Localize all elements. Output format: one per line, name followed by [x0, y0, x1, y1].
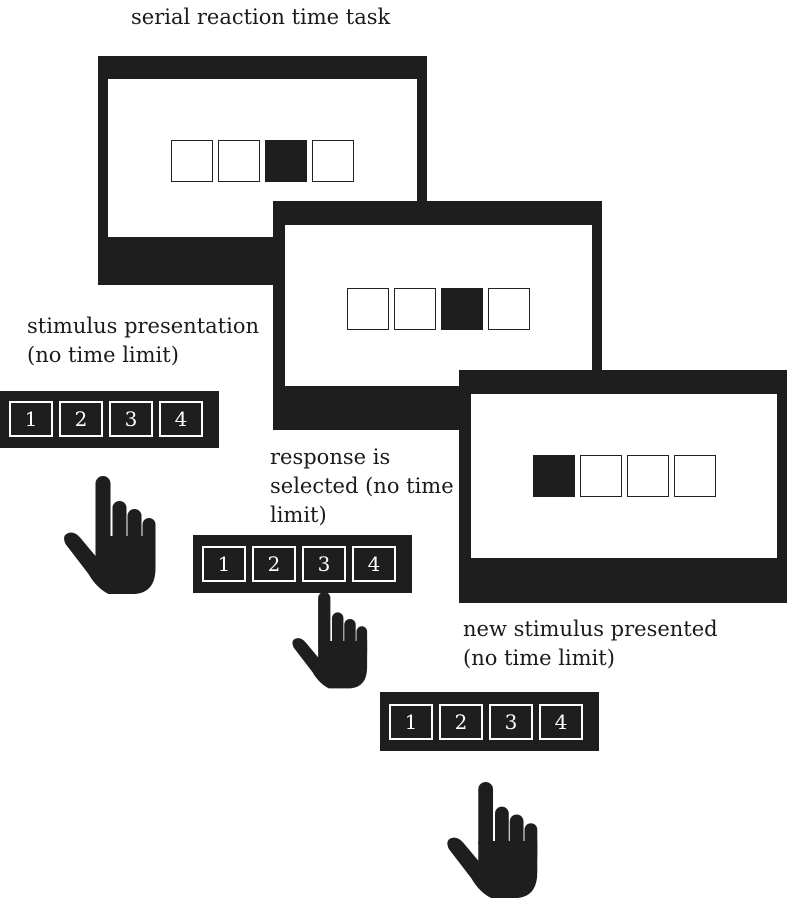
- stimulus-square-1-3: [265, 140, 307, 182]
- response-keypad-2: 1 2 3 4: [193, 535, 412, 593]
- response-key-3[interactable]: 3: [489, 704, 533, 740]
- stimulus-square-2-4: [488, 288, 530, 330]
- stimulus-square-3-1: [533, 455, 575, 497]
- monitor-1: [98, 56, 427, 285]
- response-keypad-3: 1 2 3 4: [380, 692, 599, 751]
- stimulus-square-3-2: [580, 455, 622, 497]
- response-key-3[interactable]: 3: [109, 401, 153, 437]
- response-key-2[interactable]: 2: [252, 546, 296, 582]
- step-3-label-line-2: (no time limit): [463, 646, 615, 670]
- pointing-hand-icon: [292, 592, 368, 689]
- stimulus-square-2-2: [394, 288, 436, 330]
- response-key-1[interactable]: 1: [9, 401, 53, 437]
- monitor-3-screen: [471, 394, 777, 558]
- monitor-1-screen: [108, 79, 417, 237]
- response-key-4[interactable]: 4: [352, 546, 396, 582]
- response-keypad-1: 1 2 3 4: [0, 391, 219, 448]
- stimulus-square-3-3: [627, 455, 669, 497]
- response-key-1[interactable]: 1: [389, 704, 433, 740]
- stimulus-square-1-1: [171, 140, 213, 182]
- response-key-4[interactable]: 4: [159, 401, 203, 437]
- monitor-2-screen: [285, 225, 592, 386]
- stimulus-square-3-4: [674, 455, 716, 497]
- monitor-3: [459, 370, 787, 603]
- step-3-label-line-1: new stimulus presented: [463, 617, 718, 641]
- diagram-title: serial reaction time task: [131, 5, 391, 29]
- response-key-1[interactable]: 1: [202, 546, 246, 582]
- response-key-2[interactable]: 2: [439, 704, 483, 740]
- stimulus-square-2-3: [441, 288, 483, 330]
- stimulus-square-1-4: [312, 140, 354, 182]
- pointing-hand-icon: [64, 476, 156, 594]
- step-1-label-line-1: stimulus presentation: [27, 314, 259, 338]
- pointing-hand-icon: [447, 782, 538, 899]
- stimulus-square-2-1: [347, 288, 389, 330]
- response-key-4[interactable]: 4: [539, 704, 583, 740]
- step-1-label-line-2: (no time limit): [27, 343, 179, 367]
- step-2-label-line-3: limit): [270, 503, 327, 527]
- step-2-label-line-2: selected (no time: [270, 474, 454, 498]
- stimulus-square-1-2: [218, 140, 260, 182]
- step-2-label-line-1: response is: [270, 445, 391, 469]
- response-key-3[interactable]: 3: [302, 546, 346, 582]
- response-key-2[interactable]: 2: [59, 401, 103, 437]
